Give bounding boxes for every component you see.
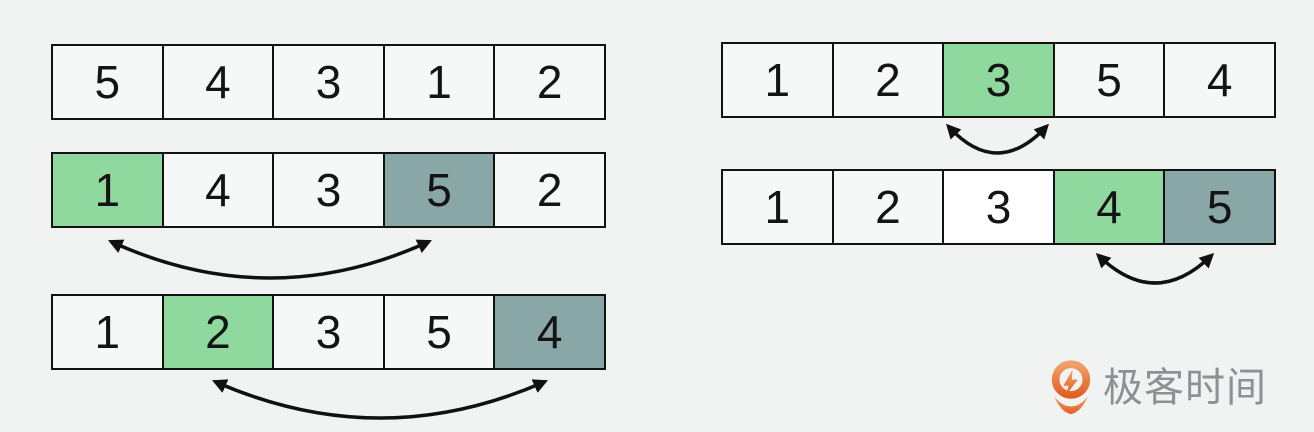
geektime-logo: 极客时间 bbox=[1048, 358, 1267, 418]
array-cell: 5 bbox=[382, 296, 494, 368]
array-cell: 5 bbox=[53, 46, 162, 118]
array-cell: 4 bbox=[161, 46, 273, 118]
array-cell: 3 bbox=[272, 154, 383, 226]
array-cell: 5 bbox=[1052, 44, 1164, 116]
swap-arrow-row5-icon bbox=[1095, 252, 1215, 285]
array-cell: 1 bbox=[53, 296, 162, 368]
geektime-logo-icon bbox=[1051, 360, 1091, 415]
array-cell: 2 bbox=[161, 296, 273, 368]
array-cell: 2 bbox=[831, 44, 943, 116]
array-cell: 3 bbox=[272, 296, 383, 368]
array-cell: 4 bbox=[1163, 44, 1274, 116]
array-cell: 2 bbox=[493, 154, 604, 226]
array-cell: 2 bbox=[831, 171, 943, 243]
array-cell: 3 bbox=[942, 171, 1053, 243]
array-cell: 3 bbox=[272, 46, 383, 118]
array-cell: 5 bbox=[382, 154, 494, 226]
array-cell: 1 bbox=[723, 171, 832, 243]
array-cell: 2 bbox=[493, 46, 604, 118]
swap-arrow-row3-icon bbox=[211, 379, 549, 420]
array-cell: 5 bbox=[1163, 171, 1274, 243]
array-cell: 4 bbox=[1052, 171, 1164, 243]
array-cell: 4 bbox=[493, 296, 604, 368]
array-cell: 4 bbox=[161, 154, 273, 226]
array-cell: 3 bbox=[942, 44, 1053, 116]
array-cell: 1 bbox=[382, 46, 494, 118]
array-cell: 1 bbox=[53, 154, 162, 226]
swap-arrow-row2-icon bbox=[107, 239, 433, 280]
geektime-logo-text: 极客时间 bbox=[1103, 366, 1267, 410]
array-cell: 1 bbox=[723, 44, 832, 116]
swap-arrow-row4-icon bbox=[946, 123, 1050, 155]
